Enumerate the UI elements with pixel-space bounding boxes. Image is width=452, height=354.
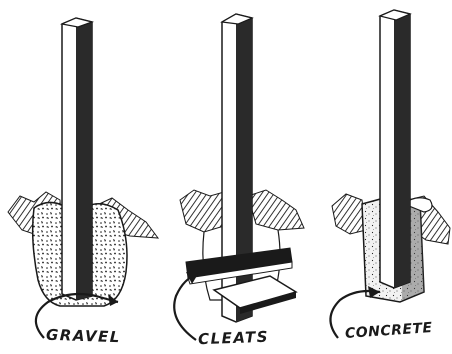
fill-arrow-icon	[174, 274, 198, 340]
concrete-panel	[330, 10, 450, 338]
gravel-post-shade	[76, 20, 92, 300]
gravel-label: GRAVEL	[46, 326, 121, 347]
cleats-panel	[174, 14, 304, 340]
ground-hatch-left	[332, 194, 366, 234]
cleats-label: CLEATS	[198, 328, 270, 348]
gravel-panel	[8, 18, 158, 338]
ground-hatch-right	[248, 190, 304, 230]
ground-hatch-left	[180, 190, 224, 232]
concrete-post-shade	[394, 12, 410, 288]
